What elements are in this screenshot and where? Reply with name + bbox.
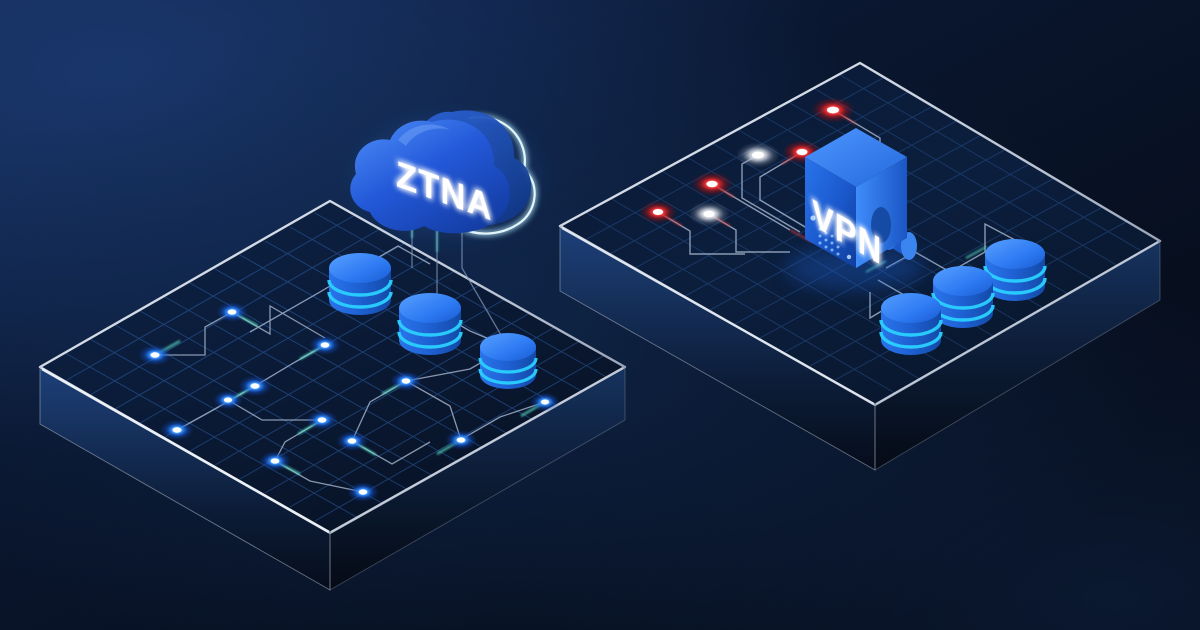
vpn-box-indicator-dots: [810, 215, 852, 260]
vpn-platform-side-left: [560, 226, 875, 470]
vpn-box-glow: [785, 246, 925, 290]
ztna-platform-side-left: [40, 367, 330, 590]
ztna-platform-rim-highlight-2: [330, 367, 624, 533]
ztna-platform-rim-highlight: [41, 367, 330, 534]
vpn-node-red-4[interactable]: [639, 200, 677, 224]
ztna-node-group: [138, 302, 560, 502]
ztna-node-2[interactable]: [138, 344, 172, 366]
ztna-node-9[interactable]: [336, 431, 368, 451]
ztna-node-8[interactable]: [445, 430, 477, 450]
ztna-node-3[interactable]: [309, 335, 341, 355]
ztna-node-12[interactable]: [530, 392, 560, 412]
ztna-cloud-highlight: [398, 124, 450, 146]
ztna-cloud[interactable]: ZTNA: [342, 108, 552, 248]
ztna-database-3[interactable]: [478, 333, 538, 389]
vpn-database-1[interactable]: [879, 293, 943, 355]
vpn-box-front-face: [805, 157, 856, 268]
ztna-cloud-front: [350, 119, 510, 234]
ztna-database-2[interactable]: [397, 293, 463, 355]
vpn-platform[interactable]: VPN: [558, 61, 1162, 471]
ztna-node-11[interactable]: [347, 482, 379, 502]
vpn-box[interactable]: VPN: [785, 128, 925, 290]
ztna-node-10[interactable]: [259, 451, 291, 471]
vpn-node-white-1[interactable]: [736, 142, 780, 168]
vpn-platform-rim-highlight: [561, 227, 875, 405]
ztna-cloud-outline: [460, 116, 536, 235]
ztna-platform[interactable]: [38, 199, 627, 591]
vpn-platform-side-right: [875, 241, 1160, 470]
vpn-box-top-face: [805, 128, 907, 187]
ztna-platform-side-right: [330, 367, 625, 590]
ztna-node-1[interactable]: [216, 302, 248, 322]
ztna-node-6[interactable]: [390, 371, 422, 391]
vpn-node-group: [639, 97, 855, 227]
vpn-node-white-2[interactable]: [688, 201, 730, 227]
ztna-node-5[interactable]: [160, 419, 194, 441]
vpn-platform-rim-highlight-2: [875, 241, 1159, 405]
vpn-database-2[interactable]: [931, 266, 995, 328]
vpn-node-red-1[interactable]: [811, 97, 855, 123]
vpn-box-port-recess: [871, 207, 891, 243]
ztna-database-1[interactable]: [327, 253, 393, 315]
vpn-node-red-3[interactable]: [691, 171, 733, 197]
ztna-node-13[interactable]: [213, 390, 243, 410]
ztna-node-7[interactable]: [306, 410, 338, 430]
vpn-database-3[interactable]: [983, 239, 1047, 301]
ztna-node-4[interactable]: [238, 375, 272, 397]
